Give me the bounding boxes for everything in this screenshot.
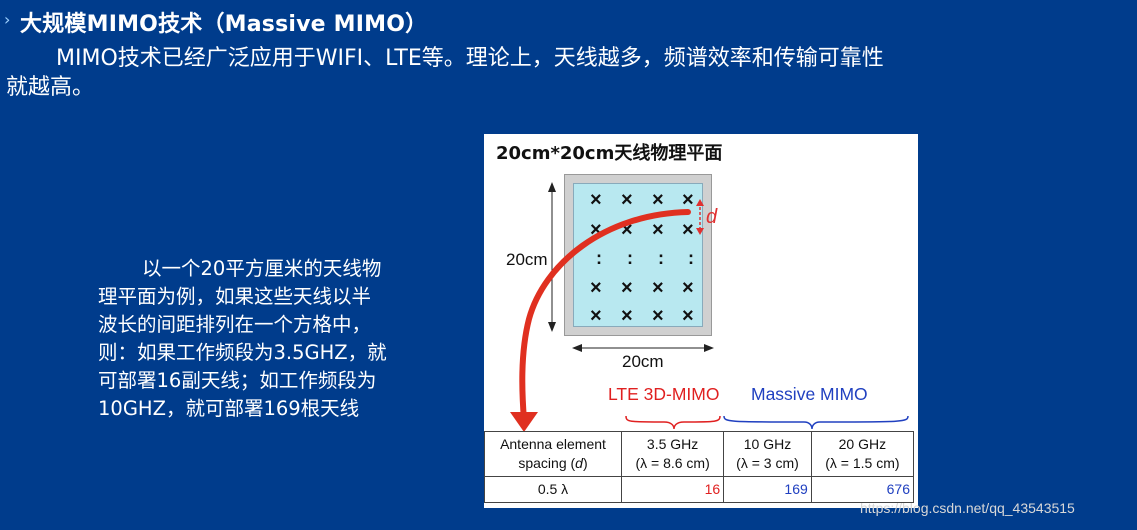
bottom-dimension-label: 20cm <box>622 352 664 371</box>
antenna-element: × <box>652 277 664 299</box>
bullet-icon: › <box>4 10 11 29</box>
rows-ellipsis: : <box>627 248 633 268</box>
value-20ghz: 676 <box>810 476 915 503</box>
massive-brace <box>723 415 909 430</box>
table-header-row: Antenna element spacing (d) 3.5 GHz (λ =… <box>484 431 915 477</box>
row-label: 0.5 λ <box>484 476 622 503</box>
rows-ellipsis: : <box>596 248 602 268</box>
antenna-element: × <box>652 189 664 211</box>
massive-mimo-label: Massive MIMO <box>751 384 868 404</box>
description-line-1: 以一个20平方厘米的天线物 <box>142 257 382 280</box>
antenna-element: × <box>652 305 664 327</box>
antenna-figure: 20cm*20cm天线物理平面 × × × × × × × × : : : : … <box>484 134 918 508</box>
header-10ghz: 10 GHz (λ = 3 cm) <box>723 431 812 477</box>
antenna-element: × <box>621 277 633 299</box>
value-3-5ghz: 16 <box>620 476 725 503</box>
antenna-element: × <box>590 189 602 211</box>
side-dimension-label: 20cm <box>506 250 548 269</box>
page-title: 大规模MIMO技术（Massive MIMO） <box>20 12 428 37</box>
antenna-element: × <box>590 305 602 327</box>
vertical-arrow-bottom <box>548 322 556 332</box>
antenna-element: × <box>682 305 694 327</box>
figure-title: 20cm*20cm天线物理平面 <box>496 143 723 164</box>
spacing-label: d <box>706 206 718 228</box>
header-3-5ghz: 3.5 GHz (λ = 8.6 cm) <box>620 431 725 477</box>
description-line-4: 则：如果工作频段为3.5GHZ，就 <box>98 341 387 364</box>
header-spacing: Antenna element spacing (d) <box>484 431 622 477</box>
header-spacing-line2: spacing (d) <box>518 455 588 471</box>
description-line-2: 理平面为例，如果这些天线以半 <box>98 285 372 308</box>
value-10ghz: 169 <box>723 476 812 503</box>
spacing-indicator-bottom-arrow <box>696 228 704 235</box>
antenna-element: × <box>652 219 664 241</box>
antenna-grid-area: × × × × × × × × : : : : × × × × × × × × <box>573 183 703 327</box>
watermark: https://blog.csdn.net/qq_43543515 <box>860 500 1075 516</box>
intro-paragraph: MIMO技术已经广泛应用于WIFI、LTE等。理论上，天线越多，频谱效率和传输可… <box>6 44 986 102</box>
antenna-spacing-table: Antenna element spacing (d) 3.5 GHz (λ =… <box>484 431 915 503</box>
description-paragraph: 以一个20平方厘米的天线物 理平面为例，如果这些天线以半 波长的间距排列在一个方… <box>98 255 458 423</box>
description-line-6: 10GHZ，就可部署169根天线 <box>98 397 360 420</box>
overlay-annotations <box>510 199 909 432</box>
horizontal-arrow-left <box>572 344 582 352</box>
pointer-arrow <box>519 209 691 423</box>
antenna-element: × <box>621 189 633 211</box>
dimension-arrows <box>548 182 714 352</box>
lte-3d-mimo-label: LTE 3D-MIMO <box>608 384 720 404</box>
description-line-3: 波长的间距排列在一个方格中， <box>98 313 372 336</box>
horizontal-arrow-right <box>704 344 714 352</box>
header-spacing-line1: Antenna element <box>500 436 606 452</box>
lte-brace <box>625 415 721 430</box>
vertical-arrow-top <box>548 182 556 192</box>
antenna-element: × <box>621 305 633 327</box>
rows-ellipsis: : <box>688 248 694 268</box>
antenna-element: × <box>682 219 694 241</box>
pointer-arrow-head <box>510 412 538 432</box>
antenna-panel: × × × × × × × × : : : : × × × × × × × × <box>564 174 712 336</box>
antenna-element: × <box>590 277 602 299</box>
antenna-element: × <box>682 189 694 211</box>
header-20ghz: 20 GHz (λ = 1.5 cm) <box>810 431 915 477</box>
intro-line-1: MIMO技术已经广泛应用于WIFI、LTE等。理论上，天线越多，频谱效率和传输可… <box>56 46 884 71</box>
antenna-element: × <box>682 277 694 299</box>
description-line-5: 可部署16副天线；如工作频段为 <box>98 369 377 392</box>
spacing-indicator-top-arrow <box>696 199 704 206</box>
antenna-element: × <box>590 219 602 241</box>
antenna-element: × <box>621 219 633 241</box>
table-row: 0.5 λ 16 169 676 <box>484 476 915 503</box>
rows-ellipsis: : <box>658 248 664 268</box>
intro-line-2: 就越高。 <box>6 75 95 100</box>
